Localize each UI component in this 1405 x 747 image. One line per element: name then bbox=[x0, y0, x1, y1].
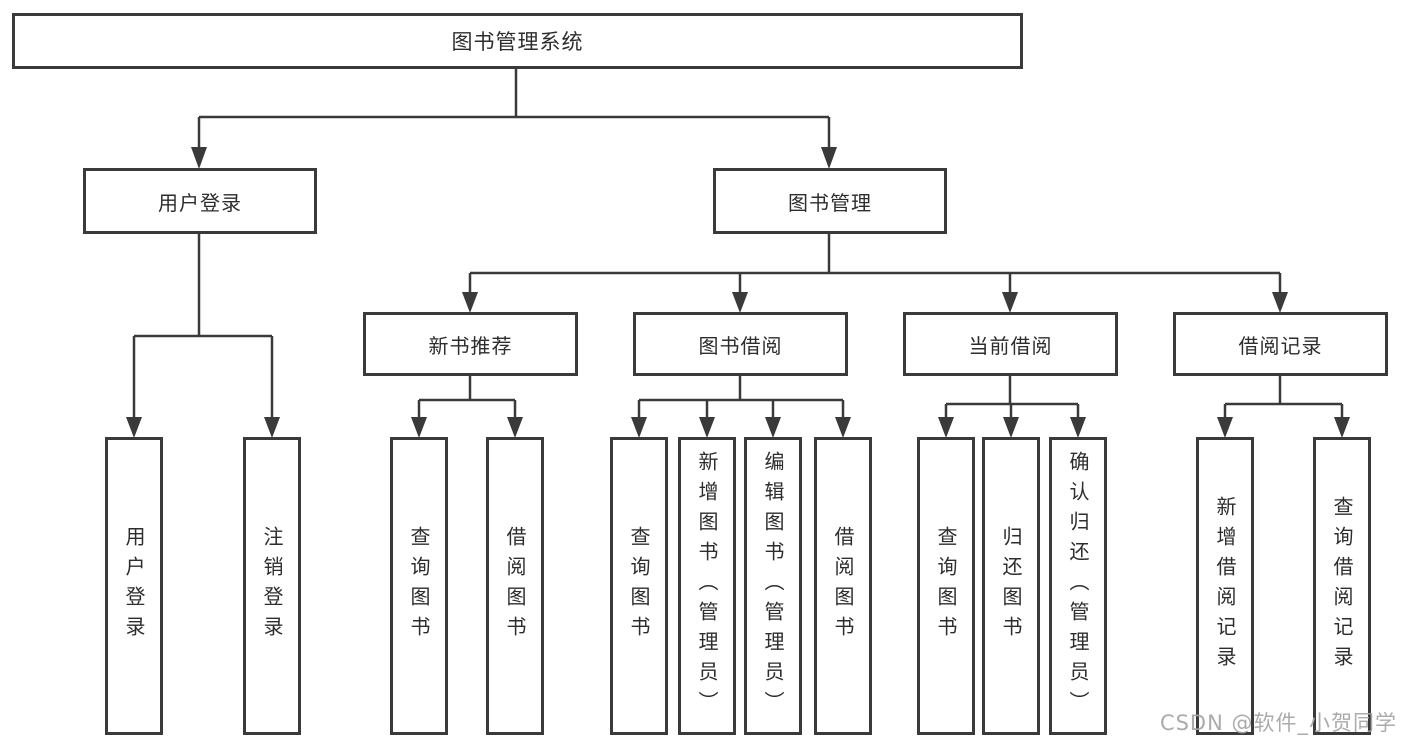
node-user-login: 用户登录 bbox=[83, 168, 317, 234]
node-current-borrow: 当前借阅 bbox=[903, 312, 1118, 376]
node-leaf-confirm-return-admin: 确认归还（管理员） bbox=[1049, 437, 1107, 735]
node-leaf-query-books-recommend: 查询图书 bbox=[390, 437, 448, 735]
edge-new-book-recommend-to-leaves bbox=[417, 376, 517, 419]
node-leaf-borrow-books-recommend: 借阅图书 bbox=[486, 437, 544, 735]
edge-root-to-level1 bbox=[197, 69, 831, 150]
node-leaf-borrow-books: 借阅图书 bbox=[814, 437, 872, 735]
node-leaf-query-borrow-record: 查询借阅记录 bbox=[1313, 437, 1371, 735]
node-book-management: 图书管理 bbox=[713, 168, 947, 234]
node-leaf-query-books-current: 查询图书 bbox=[917, 437, 975, 735]
arrowhead-icon bbox=[1002, 292, 1018, 313]
edge-borrow-record-to-leaves bbox=[1223, 376, 1344, 419]
node-leaf-user-login: 用户登录 bbox=[105, 437, 163, 735]
edge-book-borrow-to-leaves bbox=[637, 376, 845, 419]
arrowhead-icon bbox=[507, 417, 523, 438]
node-leaf-edit-books-admin: 编辑图书（管理员） bbox=[744, 437, 802, 735]
arrowhead-icon bbox=[821, 147, 837, 169]
node-leaf-add-books-admin: 新增图书（管理员） bbox=[678, 437, 736, 735]
edge-book-management-to-level2 bbox=[468, 234, 1282, 295]
arrowhead-icon bbox=[1334, 417, 1350, 438]
node-book-borrow: 图书借阅 bbox=[633, 312, 848, 376]
arrowhead-icon bbox=[835, 417, 851, 438]
node-library-management-system: 图书管理系统 bbox=[12, 13, 1023, 69]
arrowhead-icon bbox=[126, 417, 142, 438]
arrowhead-icon bbox=[732, 292, 748, 313]
arrowhead-icon bbox=[699, 417, 715, 438]
arrowhead-icon bbox=[1217, 417, 1233, 438]
arrowhead-icon bbox=[411, 417, 427, 438]
csdn-watermark: CSDN @软件_小贺同学 bbox=[1159, 711, 1397, 735]
node-borrow-record: 借阅记录 bbox=[1173, 312, 1388, 376]
node-leaf-return-books: 归还图书 bbox=[982, 437, 1040, 735]
node-leaf-logout: 注销登录 bbox=[243, 437, 301, 735]
arrowhead-icon bbox=[631, 417, 647, 438]
arrowhead-icon bbox=[1070, 417, 1086, 438]
arrowhead-icon bbox=[938, 417, 954, 438]
node-leaf-add-borrow-record: 新增借阅记录 bbox=[1196, 437, 1254, 735]
node-leaf-query-books-borrow: 查询图书 bbox=[610, 437, 668, 735]
arrowheads bbox=[126, 147, 1350, 438]
node-new-book-recommend: 新书推荐 bbox=[363, 312, 578, 376]
arrowhead-icon bbox=[1003, 417, 1019, 438]
arrowhead-icon bbox=[191, 147, 207, 169]
arrowhead-icon bbox=[1272, 292, 1288, 313]
edge-current-borrow-to-leaves bbox=[944, 376, 1080, 419]
arrowhead-icon bbox=[765, 417, 781, 438]
arrowhead-icon bbox=[462, 292, 478, 313]
arrowhead-icon bbox=[264, 417, 280, 438]
edge-user-login-to-leaves bbox=[132, 234, 274, 419]
